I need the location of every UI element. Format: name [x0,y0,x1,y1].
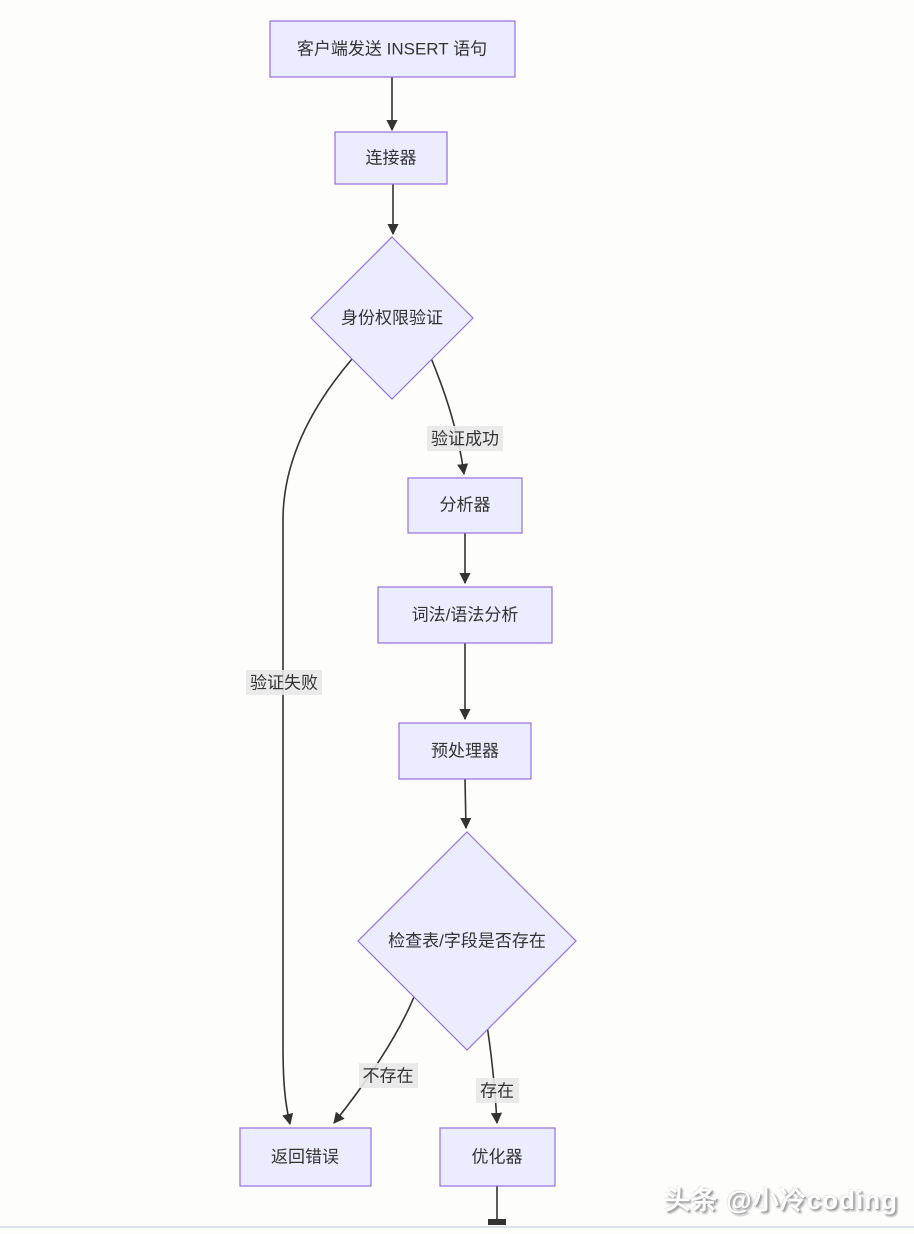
node-preprocessor: 预处理器 [398,722,532,780]
node-auth-shape [310,236,474,400]
node-client: 客户端发送 INSERT 语句 [269,20,516,78]
node-connector-label: 连接器 [366,149,417,168]
cutoff-arrowhead [488,1219,506,1225]
node-analyzer-label: 分析器 [440,496,491,515]
watermark-toutiao: 头条 @小冷coding [664,1185,898,1215]
node-optimizer-label: 优化器 [472,1148,523,1167]
edge-label-bg-auth-success [427,426,503,451]
bottom-divider [0,1226,914,1228]
edge-preprocessor-check [460,778,472,830]
node-client-label: 客户端发送 INSERT 语句 [297,40,487,59]
node-auth: 身份权限验证 [310,236,474,400]
node-lex-parse: 词法/语法分析 [377,586,553,644]
edge-label-auth-fail: 验证失败 [250,674,318,693]
node-lex-parse-shape [377,586,553,644]
node-preprocessor-label: 预处理器 [431,742,499,761]
edges [282,77,506,1225]
node-connector-shape [334,131,448,185]
node-client-shape [269,20,516,78]
edge-auth-error [282,358,353,1126]
edge-label-bg-auth-fail [246,670,322,695]
node-return-error-shape [239,1127,372,1187]
node-lex-parse-label: 词法/语法分析 [412,606,519,625]
node-return-error: 返回错误 [239,1127,372,1187]
node-check-exist-label: 检查表/字段是否存在 [388,932,546,951]
node-preprocessor-shape [398,722,532,780]
edge-check-optimizer [485,1018,503,1125]
edge-label-exists: 存在 [480,1082,514,1101]
node-optimizer-shape [439,1127,556,1187]
node-check-exist: 检查表/字段是否存在 [357,831,577,1051]
node-analyzer-shape [407,477,523,534]
node-check-exist-shape [357,831,577,1051]
node-auth-label: 身份权限验证 [341,309,443,328]
edge-labels: 验证成功 验证失败 不存在 存在 [246,426,519,1103]
edge-label-not-exists: 不存在 [363,1067,414,1086]
node-analyzer: 分析器 [407,477,523,534]
edge-label-bg-exists [476,1078,519,1103]
edge-auth-analyzer [430,357,469,476]
node-return-error-label: 返回错误 [271,1148,339,1167]
edge-label-bg-not-exists [359,1063,418,1088]
edge-check-error [333,996,415,1124]
nodes: 客户端发送 INSERT 语句 连接器 身份权限验证 分析器 词法/语法分析 预… [239,20,577,1187]
node-connector: 连接器 [334,131,448,185]
node-optimizer: 优化器 [439,1127,556,1187]
edge-label-auth-success: 验证成功 [431,430,499,449]
